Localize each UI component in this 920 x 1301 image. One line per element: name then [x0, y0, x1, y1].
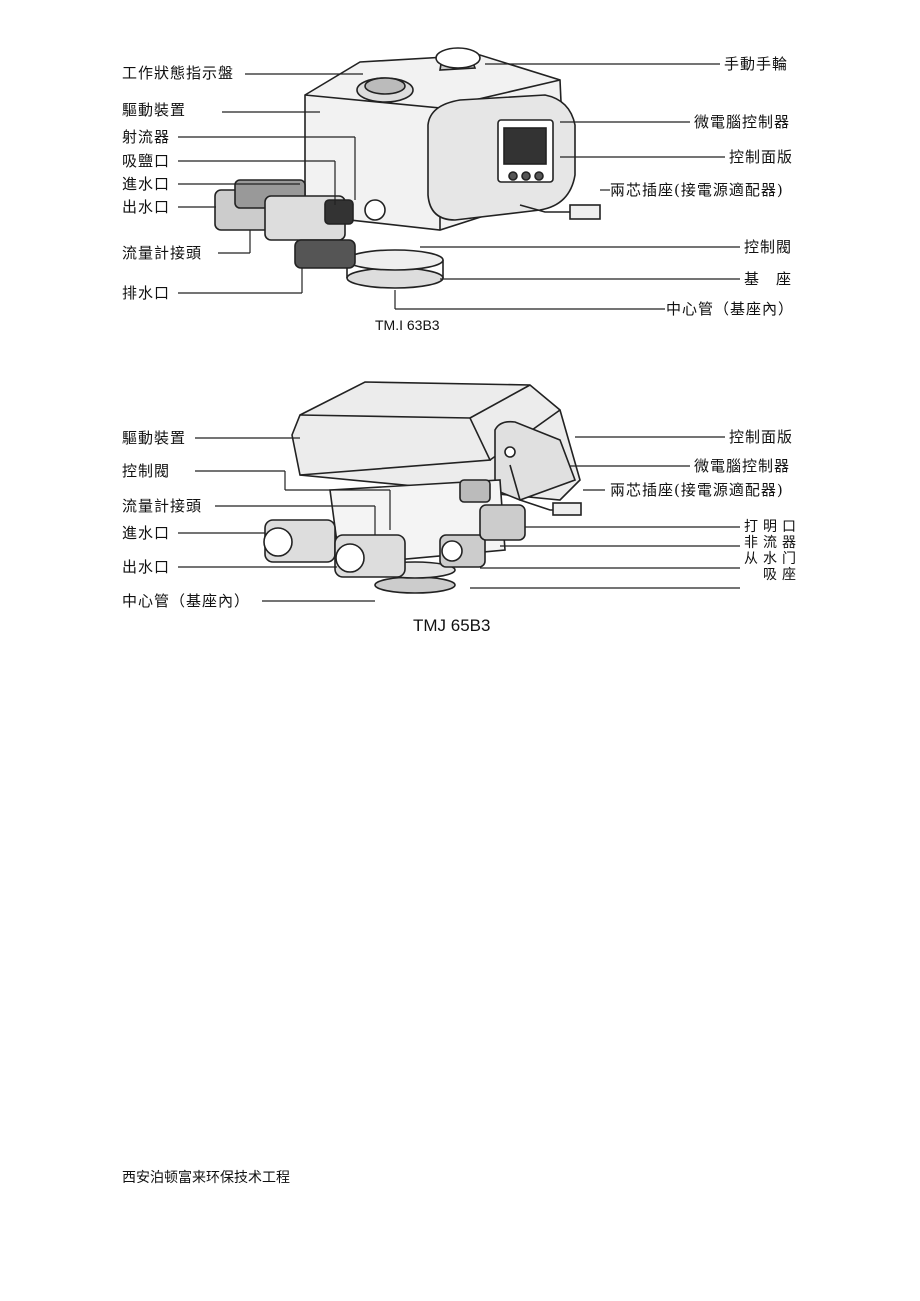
label2-column-2: 明流水吸 — [763, 519, 777, 583]
label2-column-3: 口器门座 — [782, 519, 796, 583]
label2-control-panel: 控制面版 — [729, 428, 794, 446]
label2-water-inlet: 進水口 — [122, 524, 171, 542]
label-power-socket: 兩芯插座(接電源適配器) — [610, 181, 784, 199]
valve-illustration-1 — [178, 47, 740, 310]
label2-drive-unit: 驅動裝置 — [122, 429, 187, 447]
figure1-caption: TM.I 63B3 — [375, 317, 440, 333]
label2-center-tube: 中心管（基座內） — [122, 592, 251, 610]
label2-power-socket: 兩芯插座(接電源適配器) — [610, 481, 784, 499]
label-microcontroller: 微電腦控制器 — [694, 113, 791, 131]
footer-company-name: 西安泊顿富来环保技术工程 — [122, 1170, 290, 1186]
label-manual-handwheel: 手動手輪 — [724, 55, 789, 73]
figure2-caption: TMJ 65B3 — [413, 616, 491, 635]
label-water-inlet: 進水口 — [122, 175, 171, 193]
label-control-valve: 控制閥 — [744, 238, 793, 256]
label2-column-1: 打非从 — [744, 519, 758, 567]
label2-control-valve: 控制閥 — [122, 462, 171, 480]
label2-water-outlet: 出水口 — [122, 558, 171, 576]
label-injector: 射流器 — [122, 128, 171, 146]
label2-microcontroller: 微電腦控制器 — [694, 457, 791, 475]
label-drain: 排水口 — [122, 284, 171, 302]
label-center-tube: 中心管（基座內） — [666, 300, 795, 318]
label-control-panel: 控制面版 — [729, 148, 794, 166]
label-brine-inlet: 吸鹽口 — [122, 152, 171, 170]
label-flow-meter-connector: 流量計接頭 — [122, 244, 203, 262]
label-drive-unit: 驅動裝置 — [122, 101, 187, 119]
label-status-indicator: 工作狀態指示盤 — [122, 64, 235, 82]
valve-illustration-2 — [178, 381, 740, 602]
label-water-outlet: 出水口 — [122, 198, 171, 216]
label-base: 基 座 — [744, 270, 793, 288]
label2-flow-meter-connector: 流量計接頭 — [122, 497, 203, 515]
